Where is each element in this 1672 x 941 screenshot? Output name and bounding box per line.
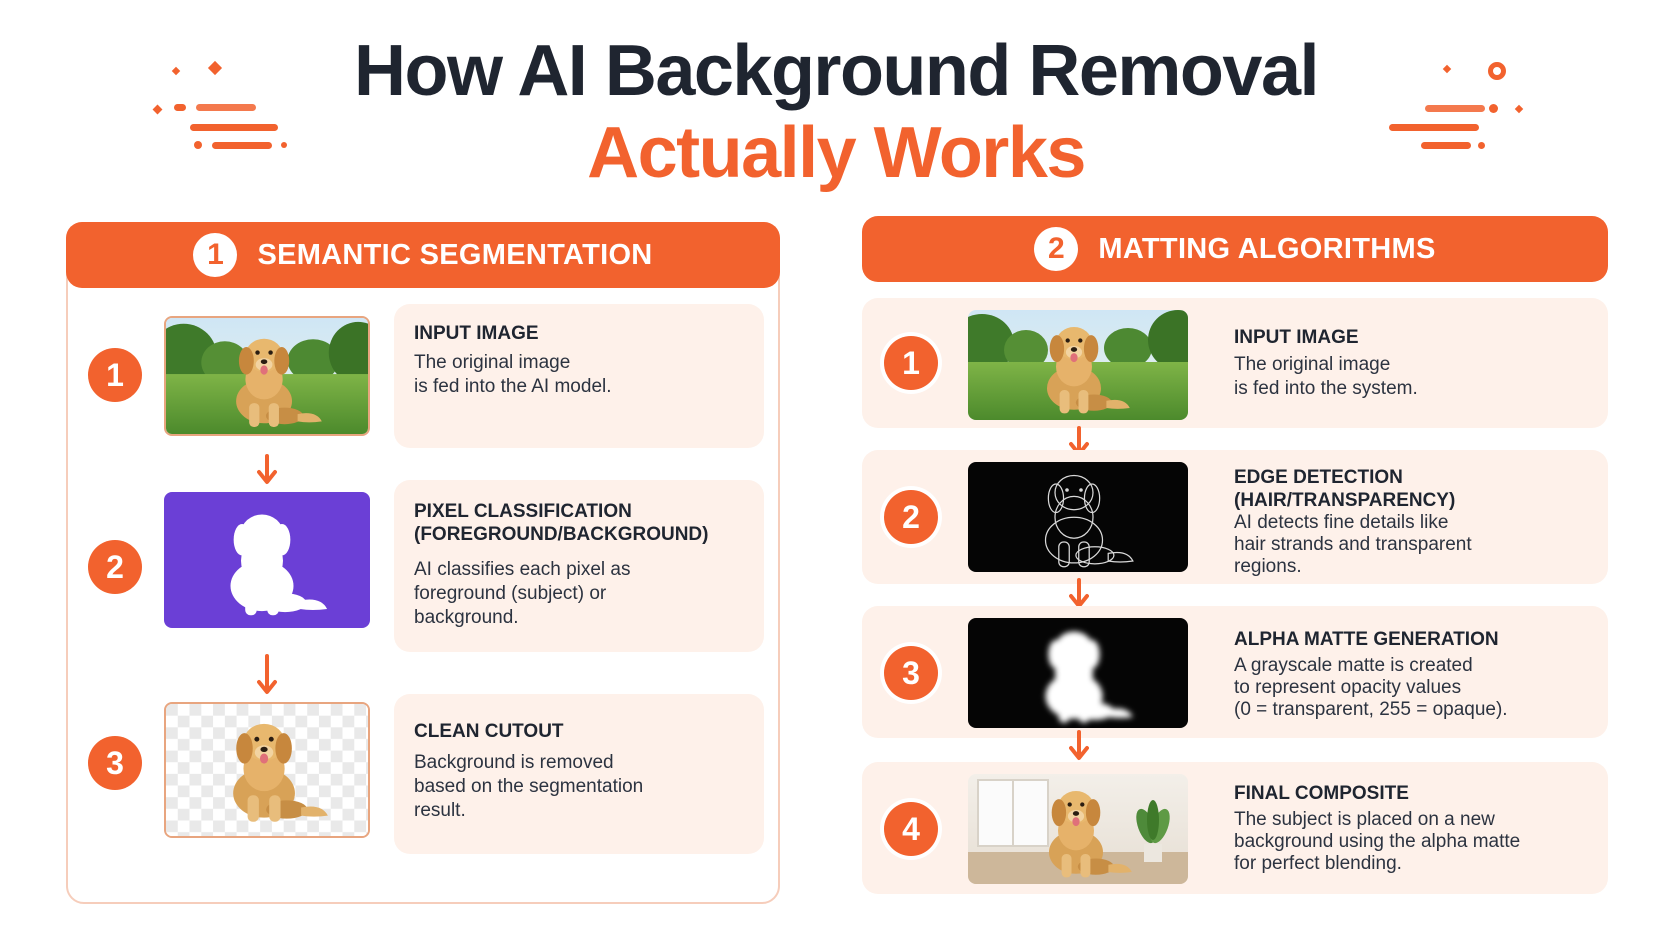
step-number-badge: 2 [88,540,142,594]
step-description: The original image is fed into the AI mo… [414,351,754,399]
step-text: PIXEL CLASSIFICATION (FOREGROUND/BACKGRO… [414,500,754,630]
step-title: INPUT IMAGE [414,323,539,344]
page-title: How AI Background Removal Actually Works [0,30,1672,194]
description-line: to represent opacity values [1234,677,1462,698]
description-line: result. [414,800,466,821]
matting-algorithms-panel: 2 MATTING ALGORITHMS 1 INPUT IMAGE The o… [862,216,1608,906]
description-line: background. [414,607,519,628]
description-line: A grayscale matte is created [1234,655,1473,676]
description-line: The subject is placed on a new [1234,809,1495,830]
description-line: based on the segmentation [414,776,644,797]
description-line: (0 = transparent, 255 = opaque). [1234,699,1508,720]
step-description: The subject is placed on a new backgroun… [1234,809,1594,875]
title-line-2: Actually Works [587,113,1086,193]
title-line-1: How AI Background Removal [354,31,1320,111]
step-title: ALPHA MATTE GENERATION [1234,629,1499,650]
step-number-badge: 2 [884,490,938,544]
panel-title: SEMANTIC SEGMENTATION [257,238,653,271]
decoration-right [1385,58,1525,158]
description-line: The original image [414,352,571,373]
step-title: EDGE DETECTION (HAIR/TRANSPARENCY) [1234,466,1594,512]
input-image-thumbnail [164,316,370,436]
decoration-left [150,60,300,160]
alpha-matte-thumbnail [968,618,1188,728]
sparkle-icon [1442,64,1452,74]
clean-cutout-thumbnail [164,702,370,838]
step-description: A grayscale matte is created to represen… [1234,655,1594,721]
panel-number-badge: 2 [1034,227,1079,271]
description-line: regions. [1234,556,1302,577]
description-line: AI detects fine details like [1234,512,1449,533]
title-line: (FOREGROUND/BACKGROUND) [414,524,709,545]
input-image-thumbnail [968,310,1188,420]
step-text: EDGE DETECTION (HAIR/TRANSPARENCY) AI de… [1234,466,1594,578]
description-line: is fed into the AI model. [414,376,612,397]
description-line: AI classifies each pixel as [414,559,631,580]
final-composite-thumbnail [968,774,1188,884]
step-number-badge: 3 [884,646,938,700]
step-description: Background is removed based on the segme… [414,751,754,823]
step-title: PIXEL CLASSIFICATION (FOREGROUND/BACKGRO… [414,500,754,546]
pixel-classification-thumbnail [164,492,370,628]
step-number-badge: 4 [884,802,938,856]
step-title: CLEAN CUTOUT [414,721,564,742]
step-card [394,304,764,448]
sparkle-icon [152,104,163,115]
panel-header: 1 SEMANTIC SEGMENTATION [66,222,780,288]
step-card [394,480,764,652]
description-line: The original image [1234,354,1391,375]
step-number-badge: 1 [88,348,142,402]
panel-header: 2 MATTING ALGORITHMS [862,216,1608,282]
sparkle-icon [171,66,181,76]
step-title: INPUT IMAGE [1234,327,1359,348]
step-description: The original image is fed into the syste… [1234,353,1594,401]
step-text: INPUT IMAGE The original image is fed in… [414,322,754,399]
down-arrow-icon [257,454,277,486]
description-line: background using the alpha matte [1234,831,1521,852]
edge-detection-thumbnail [968,462,1188,572]
step-title: FINAL COMPOSITE [1234,783,1409,804]
step-description: AI detects fine details like hair strand… [1234,512,1594,578]
down-arrow-icon [257,654,277,696]
sparkle-icon [1514,104,1524,114]
step-text: CLEAN CUTOUT Background is removed based… [414,720,754,823]
step-text: INPUT IMAGE The original image is fed in… [1234,326,1594,401]
semantic-segmentation-panel: 1 SEMANTIC SEGMENTATION 1 INPUT IMAGE Th… [66,222,780,904]
panel-number-badge: 1 [193,233,238,277]
description-line: is fed into the system. [1234,378,1418,399]
step-description: AI classifies each pixel as foreground (… [414,558,754,630]
ring-icon [1488,62,1506,80]
panel-title: MATTING ALGORITHMS [1098,232,1436,265]
step-text: ALPHA MATTE GENERATION A grayscale matte… [1234,628,1594,721]
title-line: (HAIR/TRANSPARENCY) [1234,490,1456,511]
step-number-badge: 1 [884,336,938,390]
title-line: EDGE DETECTION [1234,467,1403,488]
description-line: Background is removed [414,752,614,773]
description-line: for perfect blending. [1234,853,1402,874]
step-number-badge: 3 [88,736,142,790]
step-card [394,694,764,854]
step-text: FINAL COMPOSITE The subject is placed on… [1234,782,1594,875]
description-line: foreground (subject) or [414,583,607,604]
description-line: hair strands and transparent [1234,534,1472,555]
sparkle-icon [207,60,223,76]
title-line: PIXEL CLASSIFICATION [414,501,632,522]
down-arrow-icon [1069,730,1089,762]
